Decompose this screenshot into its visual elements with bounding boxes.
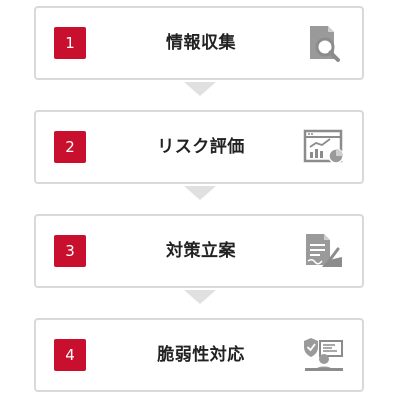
document-signing-icon: [302, 231, 346, 271]
step-number-badge: 2: [54, 131, 86, 163]
step-number-badge: 4: [54, 339, 86, 371]
step-card-4: 4 脆弱性対応: [34, 318, 364, 392]
step-label: 対策立案: [166, 241, 236, 261]
flow-arrow: [184, 290, 216, 304]
security-operator-icon: [302, 335, 346, 375]
step-label: 脆弱性対応: [157, 345, 245, 365]
step-card-3: 3 対策立案: [34, 214, 364, 288]
step-number-badge: 3: [54, 235, 86, 267]
flow-arrow: [184, 186, 216, 200]
flow-arrow: [184, 82, 216, 96]
step-card-1: 1 情報収集: [34, 6, 364, 80]
step-label: リスク評価: [157, 137, 245, 157]
step-label: 情報収集: [166, 33, 236, 53]
analytics-chart-icon: [302, 127, 346, 167]
document-search-icon: [302, 23, 346, 63]
step-card-2: 2 リスク評価: [34, 110, 364, 184]
step-number-badge: 1: [54, 27, 86, 59]
